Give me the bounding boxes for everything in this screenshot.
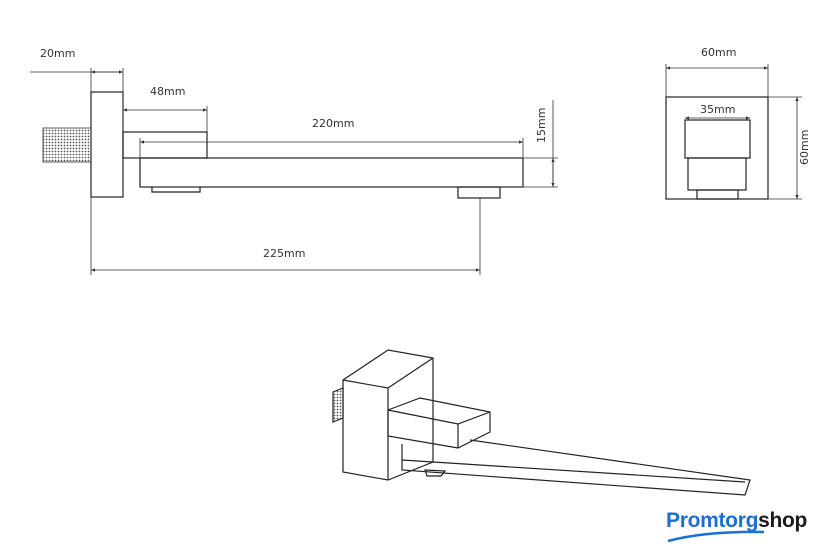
nozzle (151, 187, 201, 193)
wall-plate (90, 91, 124, 198)
isometric-view (332, 349, 751, 496)
outlet (457, 186, 501, 199)
front-block (684, 119, 751, 159)
front-view: 60mm 35mm 60mm (665, 46, 811, 200)
dim-label-20: 20mm (40, 47, 75, 60)
dim-label-60w: 60mm (701, 46, 736, 59)
logo-part1: Promtorg (666, 509, 759, 532)
front-spout (687, 157, 747, 191)
logo-part2: shop (758, 509, 808, 532)
dim-label-60h: 60mm (798, 130, 811, 165)
dim-label-15: 15mm (535, 108, 548, 143)
promtorgshop-logo: Promtorgshop (666, 509, 807, 533)
upper-block (122, 131, 208, 159)
side-view: 20mm 48mm 220mm 15mm 225mm (30, 47, 558, 275)
dim-label-225: 225mm (263, 247, 305, 260)
spout (139, 157, 524, 188)
dim-label-35: 35mm (700, 103, 735, 116)
dim-label-220: 220mm (312, 117, 354, 130)
dim-label-48: 48mm (150, 85, 185, 98)
thread-stub (42, 127, 92, 163)
front-nozzle (696, 189, 739, 200)
logo-swoosh-icon (667, 530, 765, 543)
